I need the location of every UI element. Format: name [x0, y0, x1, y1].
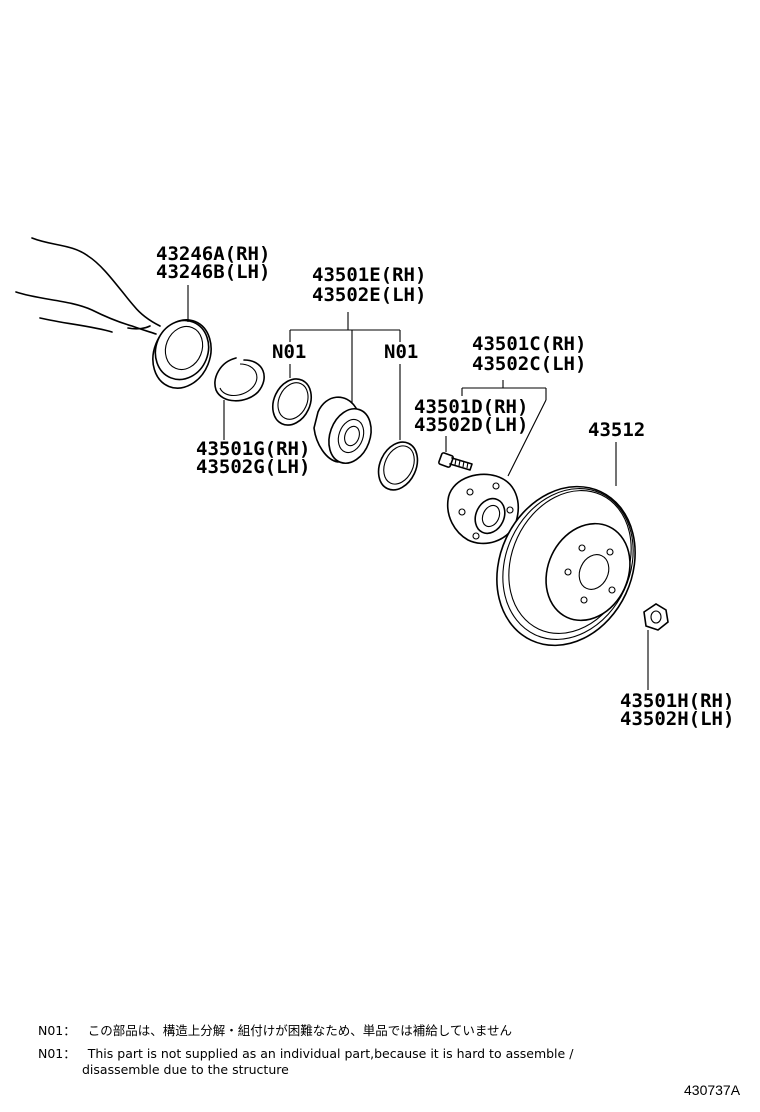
label-disc: 43512 [588, 419, 645, 441]
label-hub-bolt-rh: 43501D(RH) [414, 396, 528, 418]
note-en-text-line1: This part is not supplied as an individu… [87, 1046, 574, 1061]
label-hub-rh: 43501C(RH) [472, 333, 586, 355]
axle-hub-part [446, 473, 520, 545]
note-en-line2: disassemble due to the structure [82, 1062, 289, 1077]
label-snap-ring-lh: 43502G(LH) [196, 456, 310, 478]
hub-bolt-part [438, 452, 473, 471]
seal-left-part [271, 378, 313, 426]
label-nut-rh: 43501H(RH) [620, 690, 734, 712]
lock-nut-part [643, 603, 669, 631]
label-bearing-lh: 43502E(LH) [312, 284, 426, 306]
note-en-prefix: N01： [38, 1046, 76, 1061]
label-hub-bolt-lh: 43502D(LH) [414, 414, 528, 436]
note-en-line1: N01： This part is not supplied as an ind… [38, 1043, 573, 1062]
label-dust-cover-lh: 43246B(LH) [156, 261, 270, 283]
brake-disc-part [496, 485, 636, 647]
label-nut-lh: 43502H(LH) [620, 708, 734, 730]
hub-bearing-part [313, 396, 372, 464]
label-bearing-rh: 43501E(RH) [312, 264, 426, 286]
diagram-code: 430737A [684, 1082, 741, 1098]
dust-cover-part [152, 319, 212, 389]
label-dust-cover-rh: 43246A(RH) [156, 243, 270, 265]
pointing-hand-icon [15, 237, 161, 335]
label-snap-ring-rh: 43501G(RH) [196, 438, 310, 460]
note-ja: N01： この部品は、構造上分解・組付けが困難なため、単品では補給していません [38, 1020, 512, 1039]
seal-right-part [377, 441, 419, 491]
note-ja-prefix: N01： [38, 1023, 76, 1038]
label-seal-left: N01 [272, 341, 306, 363]
label-hub-lh: 43502C(LH) [472, 353, 586, 375]
leader-lines [187, 285, 649, 690]
note-ja-text: この部品は、構造上分解・組付けが困難なため、単品では補給していません [87, 1023, 513, 1038]
snap-ring-part [214, 357, 265, 402]
label-seal-right: N01 [384, 341, 418, 363]
